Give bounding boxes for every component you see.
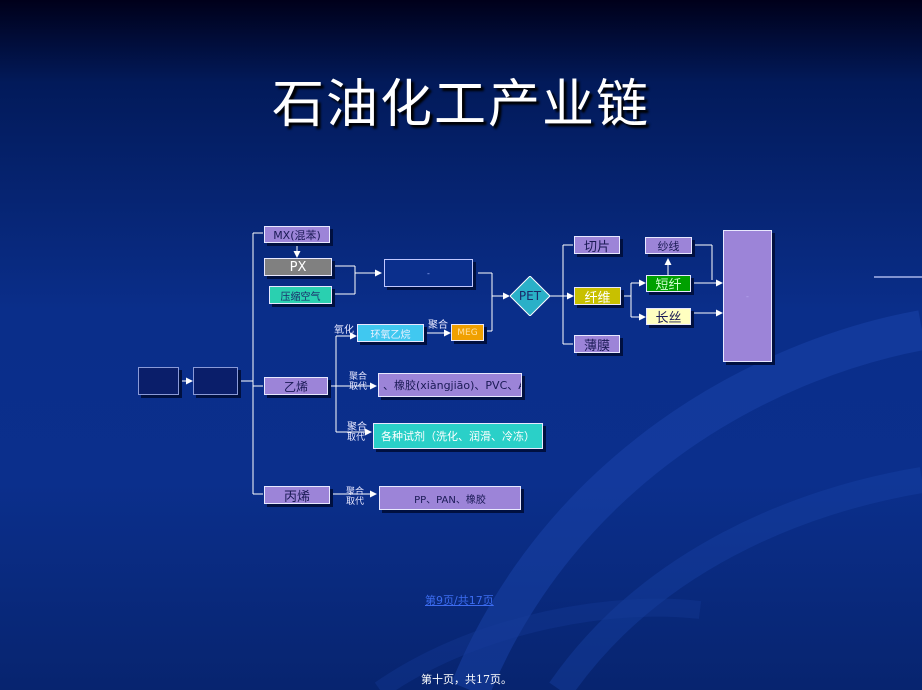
meg-node: MEG — [451, 324, 484, 341]
px-node: PX — [264, 258, 332, 276]
pet-node: PET — [510, 276, 550, 316]
polymer-label-2: 聚合 — [347, 422, 367, 433]
ethylene-node: 乙烯 — [264, 377, 328, 395]
substitute-label-1: 取代 — [349, 382, 368, 392]
pet-label: PET — [518, 289, 542, 303]
yarn-node: 纱线 — [645, 237, 692, 254]
chips-node: 切片 — [574, 236, 620, 254]
final-product-node: - — [723, 230, 772, 362]
polymer-label-3: 聚合 — [346, 487, 365, 497]
film-node: 薄膜 — [574, 335, 620, 353]
ethylene-oxide-node: 环氧乙烷 — [357, 324, 424, 342]
filament-node: 长丝 — [646, 308, 691, 325]
mx-node: MX(混苯) — [264, 226, 330, 243]
source-node-2 — [193, 367, 238, 395]
reagents-node: 各种试剂（洗化、润滑、冷冻） — [373, 423, 543, 449]
propylene-node: 丙烯 — [264, 486, 330, 504]
compressed-air-node: 压缩空气 — [269, 286, 332, 304]
page-title: 石油化工产业链 — [271, 75, 650, 135]
short-fiber-node: 短纤 — [646, 275, 691, 292]
fiber-node: 纤维 — [574, 287, 621, 305]
substitute-label-3: 取代 — [346, 497, 365, 507]
ethylene-products-node: 、橡胶(xiàngjiāo)、PVC、AE — [378, 373, 522, 397]
page-number-link[interactable]: 第9页/共17页 — [425, 594, 494, 607]
pta-node: - — [384, 259, 473, 287]
polymer-label-1: 聚合 — [349, 372, 368, 382]
propylene-products-node: PP、PAN、橡胶 — [379, 486, 521, 510]
substitute-label-2: 取代 — [347, 433, 366, 443]
pet-diamond-shape — [510, 276, 550, 316]
polymer-meg-label: 聚合 — [428, 320, 448, 331]
source-node-1 — [138, 367, 179, 395]
oxidation-label: 氧化 — [334, 325, 354, 336]
page-footer-text: 第十页，共17页。 — [421, 673, 512, 686]
